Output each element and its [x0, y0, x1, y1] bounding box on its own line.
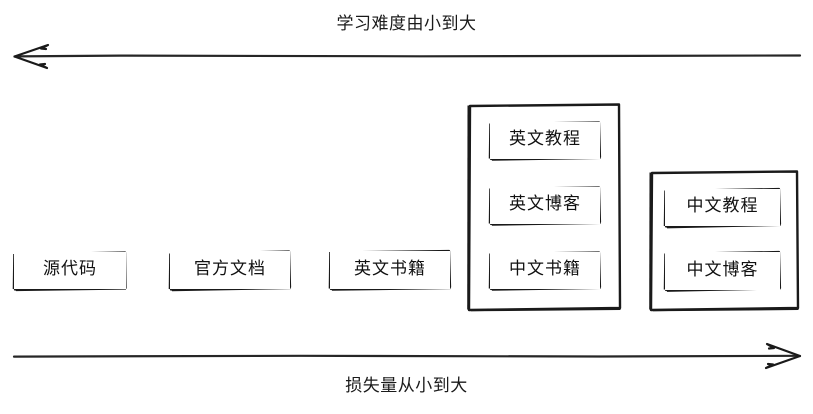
node-label: 中文博客	[686, 259, 759, 280]
node-chinese-tutorials[interactable]: 中文教程	[665, 189, 780, 226]
bottom-axis-label: 损失量从小到大	[345, 376, 468, 396]
node-official-docs[interactable]: 官方文档	[170, 251, 290, 289]
node-label: 中文书籍	[509, 259, 581, 279]
node-english-tutorials[interactable]: 英文教程	[490, 122, 600, 159]
node-chinese-blogs[interactable]: 中文博客	[665, 252, 780, 290]
node-label: 中文教程	[686, 196, 759, 216]
node-label: 源代码	[43, 259, 97, 279]
node-source-code[interactable]: 源代码	[14, 252, 126, 289]
node-label: 官方文档	[194, 258, 266, 279]
node-chinese-books[interactable]: 中文书籍	[490, 252, 600, 289]
bottom-axis-arrow	[12, 342, 802, 370]
node-label: 英文教程	[509, 129, 581, 149]
node-label: 英文博客	[509, 194, 581, 214]
node-english-books[interactable]: 英文书籍	[330, 251, 450, 289]
top-axis-arrow	[13, 43, 802, 70]
top-axis-label: 学习难度由小到大	[336, 14, 477, 34]
node-label: 英文书籍	[354, 258, 426, 279]
node-english-blogs[interactable]: 英文博客	[490, 187, 600, 224]
